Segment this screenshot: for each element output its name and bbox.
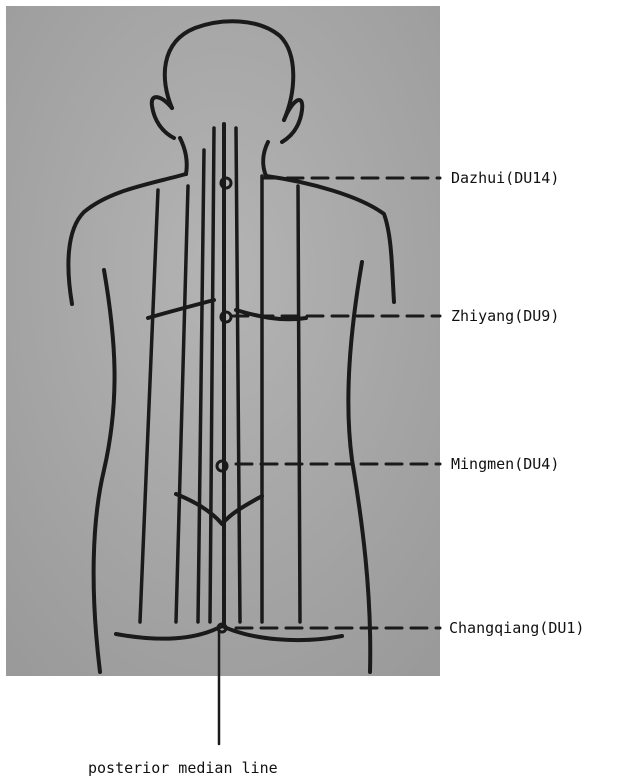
label-posterior-median-line: posterior median line: [88, 759, 278, 777]
label-zhiyang: Zhiyang(DU9): [451, 307, 559, 325]
label-mingmen: Mingmen(DU4): [451, 455, 559, 473]
label-changqiang: Changqiang(DU1): [449, 619, 584, 637]
label-dazhui: Dazhui(DU14): [451, 169, 559, 187]
meridian-line: [298, 186, 300, 622]
